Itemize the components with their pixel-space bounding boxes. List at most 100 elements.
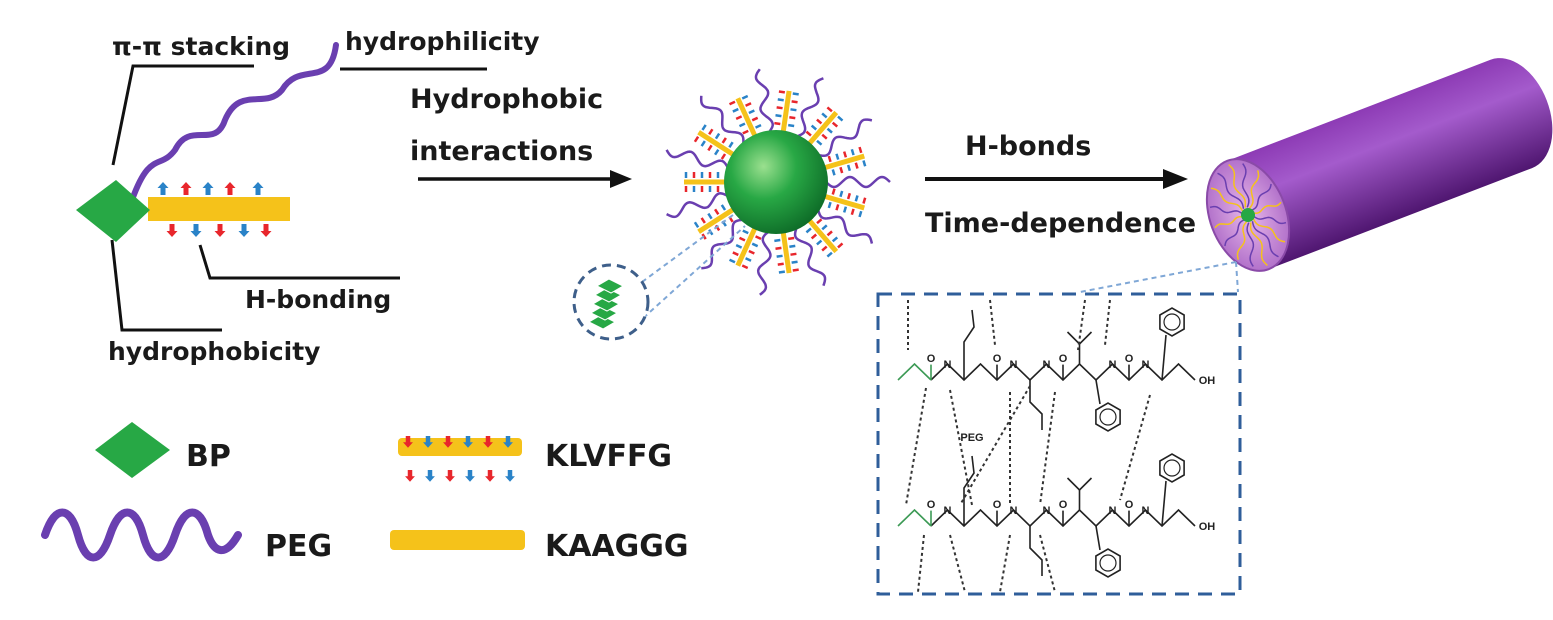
hydrogen-bond-line: [1039, 391, 1056, 506]
hbond-tick: [732, 107, 739, 113]
peptide-arm: [1248, 170, 1260, 209]
hbond-tick: [821, 112, 828, 119]
bp-stack-layer: [593, 287, 623, 303]
hbond-tick: [792, 268, 799, 272]
phenyl-bond: [1161, 480, 1167, 527]
h-bonds-label: H-bonds: [965, 131, 1091, 162]
peptide-arm: [1214, 215, 1244, 229]
peg-arm: [1251, 183, 1272, 212]
cylinder-body: [1227, 58, 1553, 270]
aromatic-ring: [1163, 459, 1181, 477]
hbond-tick: [831, 169, 836, 176]
oxygen-atom: O: [1059, 499, 1068, 511]
nitrogen-atom: N: [1109, 359, 1117, 371]
peg-arm: [1246, 222, 1255, 267]
arrow-down-icon: [166, 224, 178, 237]
hbond-tick: [777, 262, 784, 266]
nitrogen-atom: N: [1043, 359, 1051, 371]
hbond-tick: [741, 264, 749, 270]
micelle-core-sphere: [724, 130, 828, 234]
legend: BP PEG KLVFFG KAAGGG: [41, 422, 689, 564]
hbond-tick: [837, 242, 844, 249]
hbond-tick: [742, 229, 749, 235]
oxygen-atom: O: [1125, 499, 1134, 511]
arrow-down-icon: [463, 436, 473, 448]
hbond-tick: [854, 195, 859, 202]
peptide-arm: [823, 193, 865, 211]
peg-arm: [825, 175, 891, 189]
hbond-tick: [745, 102, 752, 107]
peg-arm: [665, 149, 730, 169]
arrow-down-icon: [238, 224, 250, 237]
arrow-down-icon: [260, 224, 272, 237]
peg-arm: [793, 227, 827, 287]
hbond-tick: [714, 208, 720, 215]
hydrophobic-arrow-head: [610, 170, 632, 188]
zoom-line: [1235, 261, 1239, 293]
h-bonds-arrow-head: [1163, 169, 1188, 189]
hbond-tick: [742, 129, 749, 135]
hbond-tick: [789, 116, 796, 120]
phenyl-ring: [1159, 453, 1185, 483]
peptide-arm: [735, 226, 758, 267]
lysine-side-chain: [963, 309, 975, 380]
peg-arm: [1217, 172, 1245, 209]
hbond-tick: [708, 128, 714, 135]
arrow-down-icon: [423, 436, 433, 448]
peg-arm: [1209, 205, 1243, 215]
oxygen-atom: O: [993, 499, 1002, 511]
hbond-tick: [774, 121, 781, 126]
acyl-linker: [897, 508, 932, 527]
hbond-tick: [732, 251, 739, 257]
carboxylic-acid-label: OH: [1199, 375, 1216, 387]
hbond-tick: [850, 208, 855, 216]
phenyl-bond: [1095, 525, 1101, 551]
hbond-tick: [821, 133, 828, 140]
arrow-down-icon: [190, 224, 202, 237]
hbond-tick: [748, 249, 755, 255]
hbond-tick: [693, 221, 700, 228]
hbond-tick: [850, 148, 855, 156]
structure-inset-box: [876, 292, 1242, 596]
hydrogen-bond-line: [1039, 534, 1056, 593]
hbond-tick: [707, 212, 713, 220]
hbond-tick: [728, 100, 736, 106]
hbond-tick: [788, 123, 795, 128]
nitrogen-atom: N: [1109, 505, 1117, 517]
hbond-tick: [816, 239, 823, 246]
hbond-tick: [821, 224, 828, 231]
hbond-tick: [827, 201, 832, 209]
hbond-tick: [826, 230, 833, 237]
hbond-tick: [720, 153, 727, 160]
hbond-tick: [791, 260, 798, 264]
hbond-tick: [821, 245, 828, 252]
peptide-arm: [823, 153, 865, 171]
hbond-tick: [816, 118, 823, 125]
peptide-arm: [1236, 221, 1248, 260]
legend-kaaggg-label: KAAGGG: [545, 529, 689, 564]
peg-arm: [701, 218, 744, 270]
hbond-tick: [826, 251, 833, 258]
bp-diamond: [76, 180, 150, 242]
hydrophobicity-label: hydrophobicity: [108, 337, 320, 366]
hbond-tick: [788, 236, 795, 241]
arrow-down-icon: [214, 224, 226, 237]
nitrogen-atom: N: [944, 359, 952, 371]
arrow-up-icon: [180, 182, 192, 195]
hbond-tick: [738, 236, 746, 242]
peptide-arm: [1228, 164, 1247, 208]
legend-klvffg-label: KLVFFG: [545, 439, 672, 474]
hbond-tick: [701, 124, 707, 131]
monomer-molecule: [76, 42, 339, 242]
hbond-tick: [858, 146, 863, 154]
hbond-tick: [816, 218, 823, 225]
hydrogen-bond-line: [959, 385, 1031, 506]
hbond-tick: [721, 137, 727, 144]
leucine-side-chain: [1029, 526, 1043, 576]
peptide-arm: [697, 206, 736, 234]
hbond-tick: [751, 242, 759, 248]
hbond-tick: [777, 98, 784, 102]
bp-stack-layer: [591, 296, 621, 312]
hbond-tick: [738, 122, 746, 128]
hbond-tick: [745, 257, 752, 262]
